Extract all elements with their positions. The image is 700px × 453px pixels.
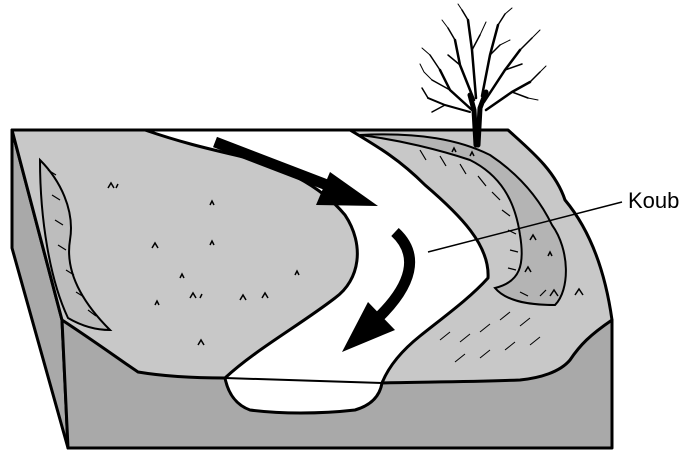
- koub-label: Koub: [628, 188, 679, 214]
- tree-icon: [420, 4, 546, 145]
